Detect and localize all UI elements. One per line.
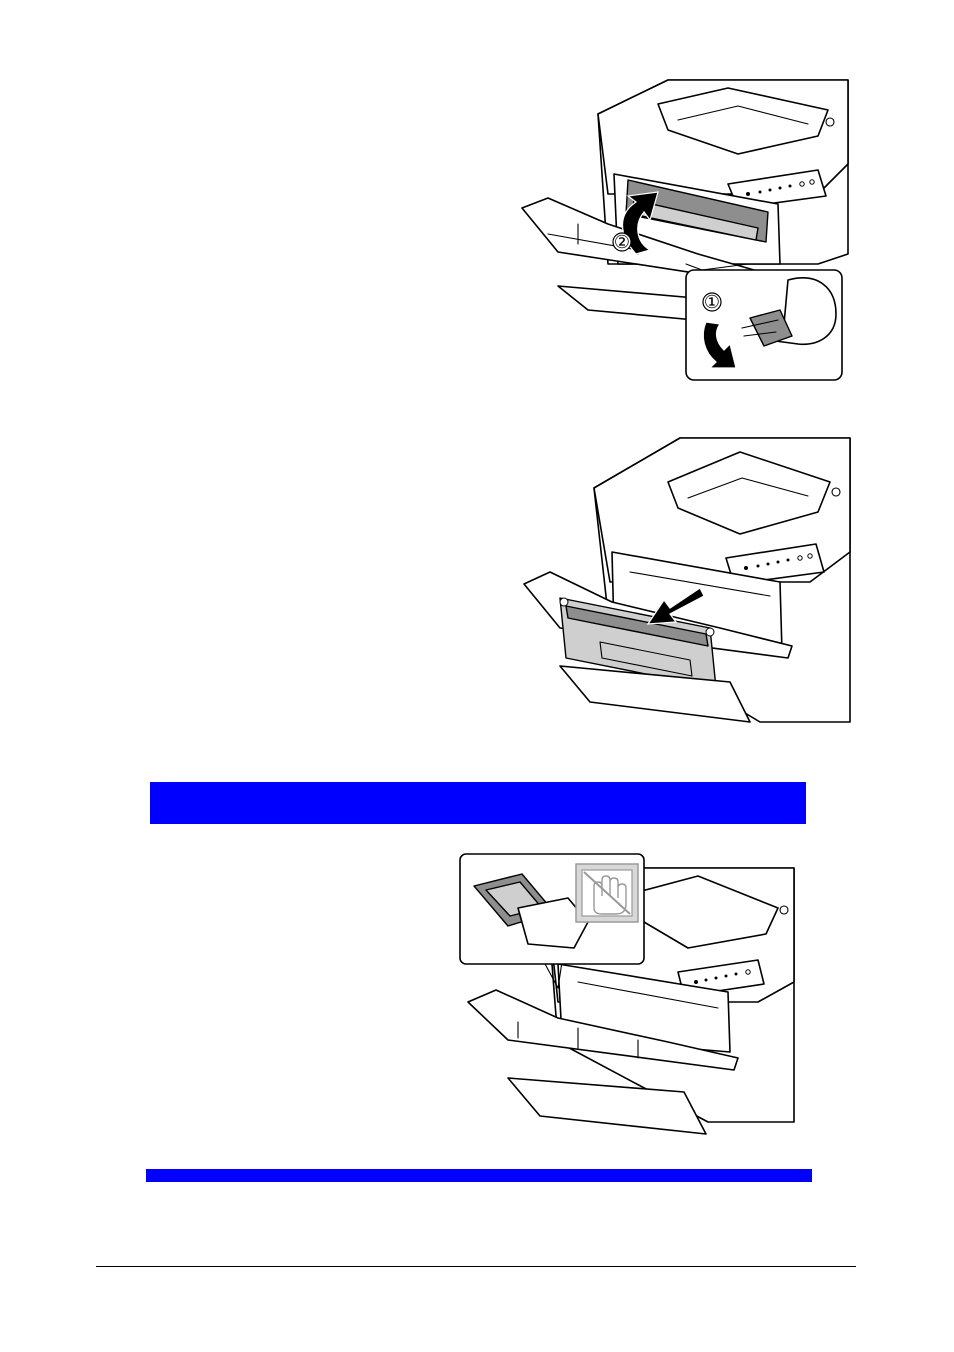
printer-illustration-2 [520,432,852,746]
figure-pull-out-cartridge [520,432,852,746]
footer-rule [96,1266,856,1267]
figure-do-not-touch [458,852,796,1150]
no-touch-hand-icon [576,864,638,922]
printer-illustration-1: ② ① [518,74,852,384]
callout-2-label: ② [614,232,630,252]
callout-1-label: ① [704,292,720,312]
section-end-band [146,1169,812,1182]
figure-remove-cartridge: ② ① [518,74,852,384]
printer-illustration-3 [458,852,796,1150]
note-banner [150,782,806,824]
